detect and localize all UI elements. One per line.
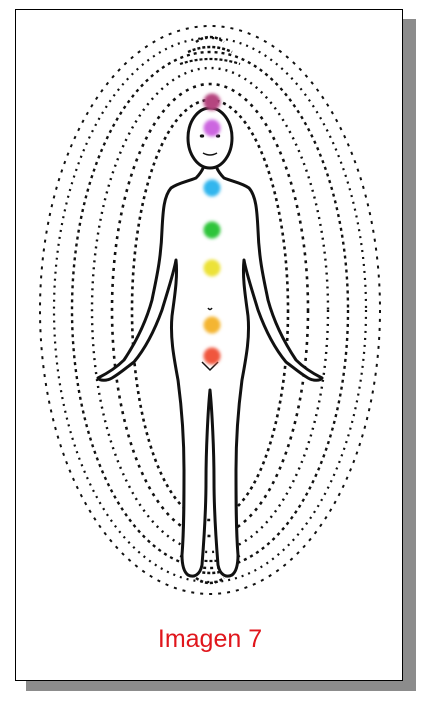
chakra-third-eye (204, 120, 221, 137)
aura-band (196, 578, 224, 583)
aura-figure (16, 10, 404, 610)
chakra-sacral (204, 317, 221, 334)
chakra-solar-plexus (204, 260, 221, 277)
aura-band (180, 59, 240, 64)
chakra-heart (204, 222, 221, 239)
chakra-crown (204, 94, 221, 111)
chakra-root (204, 348, 221, 365)
figure-caption: Imagen 7 (16, 624, 404, 654)
image-frame: Imagen 7 (15, 9, 403, 681)
chakra-throat (204, 180, 221, 197)
body-outline (98, 108, 322, 576)
